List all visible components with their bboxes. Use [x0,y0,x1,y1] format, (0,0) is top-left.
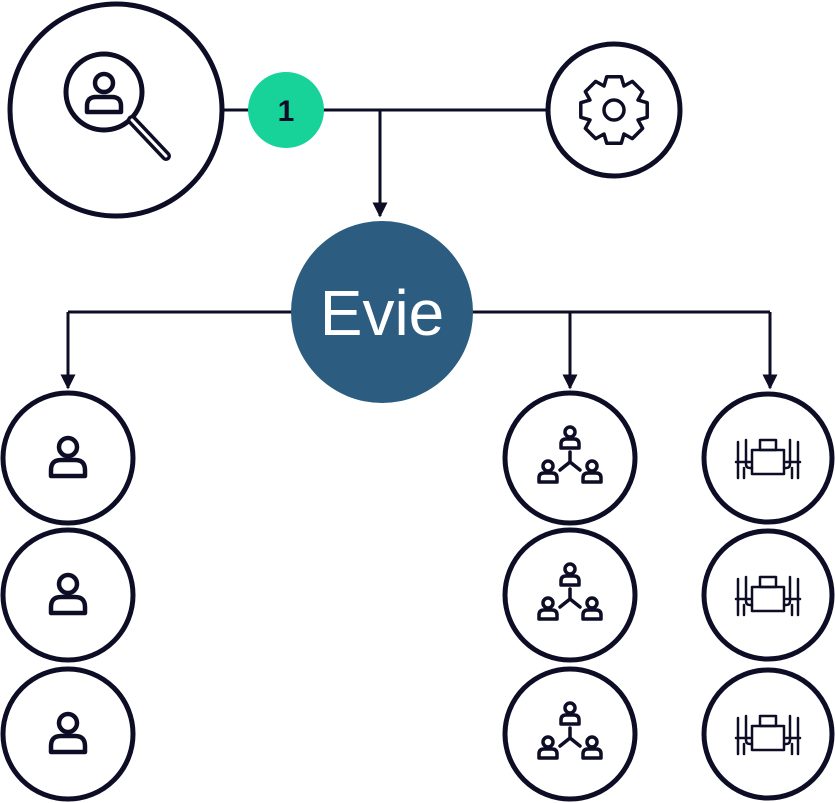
person-node [0,390,136,526]
step-badge: 1 [248,72,324,148]
person-node [0,666,136,802]
center-label: Evie [320,277,445,349]
settings-node [545,41,683,179]
step-badge-label: 1 [278,95,295,128]
table-node [701,667,835,801]
team-node [502,527,638,663]
source-node [7,1,225,219]
team-node [502,666,638,802]
tables-column [701,391,835,801]
center-circle [291,221,473,403]
person-node [0,527,136,663]
table-node [701,391,835,525]
center-node: Evie [291,221,473,403]
step-badge-circle [248,72,324,148]
person-search-icon [63,51,171,161]
teams-column [502,390,638,802]
table-node [701,528,835,662]
people-column [0,390,136,802]
gear-icon [579,75,649,145]
team-node [502,390,638,526]
